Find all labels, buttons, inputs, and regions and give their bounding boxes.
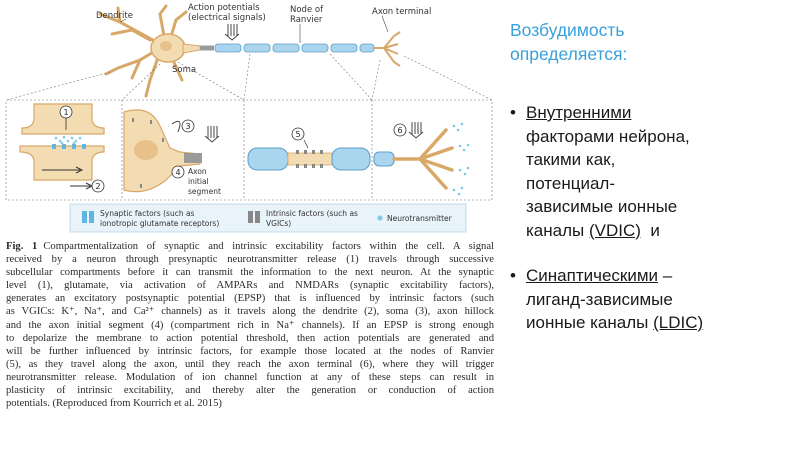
step3-number: 3 bbox=[186, 122, 191, 131]
step3-arrow bbox=[171, 120, 181, 133]
bullet-text: – bbox=[658, 266, 673, 285]
step2-number: 2 bbox=[96, 182, 101, 191]
caption-line: as VGICs: K⁺, Na⁺, and Ca²⁺ channels) as… bbox=[6, 306, 494, 318]
caption-line: potentials. (Reproduced from Kourrich et… bbox=[6, 398, 222, 410]
caption-line: level (1), glutamate, via activation of … bbox=[6, 280, 494, 292]
bullet-list: • Внутренними факторами нейрона, такими … bbox=[505, 101, 795, 335]
bullet-text: факторами нейрона, bbox=[526, 126, 690, 146]
figure-label: Fig. 1 bbox=[6, 241, 38, 252]
action-potential-label: Action potentials bbox=[188, 3, 260, 13]
ranvier-label-sub: Ranvier bbox=[290, 15, 323, 25]
vdic-abbrev: (VDIC) bbox=[588, 220, 641, 240]
bullet-text: лиганд-зависимые bbox=[526, 289, 673, 309]
ais-label-2: initial bbox=[188, 177, 209, 186]
caption-line: plasticity of intrinsic excitability, an… bbox=[6, 385, 494, 397]
panel-ranvier: 5 bbox=[247, 127, 371, 171]
caption-line: (5), as they travel along the axon, unti… bbox=[6, 358, 494, 370]
legend-intrinsic-2: VGICs) bbox=[266, 219, 291, 228]
action-potential-label-sub: (electrical signals) bbox=[188, 13, 266, 23]
caption-line: and the axon initial segment (4) (compar… bbox=[6, 319, 494, 331]
panel-terminal: 6 bbox=[373, 122, 470, 196]
caption-line: generates an excitatory postsynaptic pot… bbox=[6, 293, 494, 305]
neurotransmitter-icon bbox=[377, 215, 383, 221]
bullet-point-intrinsic: • Внутренними факторами нейрона, такими … bbox=[505, 101, 795, 242]
caption-line: will be further influenced by intrinsic … bbox=[6, 345, 494, 357]
intrinsic-factor-icon bbox=[248, 211, 253, 223]
action-potential-arrows-top bbox=[224, 24, 240, 41]
intrinsic-term: Внутренними bbox=[526, 103, 632, 122]
synaptic-factor-icon bbox=[82, 211, 87, 223]
ais-label-3: segment bbox=[188, 187, 221, 196]
neuron-figure: Dendrite Action potentials (electrical s… bbox=[5, 3, 494, 410]
heading-line-2: определяется: bbox=[510, 44, 628, 64]
axon-terminal-label: Axon terminal bbox=[372, 7, 431, 17]
dendrite-pointer bbox=[119, 18, 127, 23]
neurotransmitter-dots-2 bbox=[452, 122, 470, 196]
panel-soma: 3 4 Axon initial segment bbox=[123, 109, 221, 196]
synaptic-term: Синаптическими bbox=[526, 266, 659, 285]
step3-badge bbox=[181, 119, 195, 133]
panel-synapse: 1 2 bbox=[19, 103, 105, 193]
step6-number: 6 bbox=[398, 126, 403, 135]
neuron-diagram: Dendrite Action potentials (electrical s… bbox=[5, 3, 493, 233]
step2-badge bbox=[91, 179, 105, 193]
bullet-text: ионные каналы bbox=[526, 313, 654, 332]
bullet-text: такими как, bbox=[526, 150, 616, 169]
zoom-guides bbox=[5, 53, 493, 201]
ldic-abbrev: (LDIC) bbox=[653, 313, 704, 332]
receptors-1 bbox=[52, 144, 86, 149]
step5-number: 5 bbox=[296, 130, 301, 139]
step1-number: 1 bbox=[64, 108, 69, 117]
caption-line: received by a neuron through presynaptic… bbox=[6, 254, 494, 266]
step4-badge bbox=[171, 165, 185, 179]
ranvier-channels bbox=[296, 150, 323, 168]
bullet-point-synaptic: • Синаптическими – лиганд-зависимые ионн… bbox=[505, 264, 795, 335]
slide-heading: Возбудимость определяется: bbox=[510, 18, 795, 66]
ranvier-label: Node of bbox=[290, 5, 324, 15]
axon-myelin bbox=[214, 43, 375, 53]
legend-box bbox=[69, 203, 467, 233]
step5-badge bbox=[291, 127, 305, 141]
legend: Synaptic factors (such as ionotropic glu… bbox=[69, 203, 467, 233]
dendrite-label: Dendrite bbox=[96, 11, 133, 21]
neuron-overview: Dendrite Action potentials (electrical s… bbox=[96, 3, 431, 98]
soma-label: Soma bbox=[172, 65, 196, 75]
axon-hillock bbox=[182, 43, 201, 54]
caption-line: neurotransmitter release. Modulation of … bbox=[6, 371, 494, 383]
soma-channels bbox=[132, 118, 164, 188]
nucleus bbox=[160, 41, 172, 51]
bullet-text: и bbox=[640, 220, 660, 240]
step6-badge bbox=[393, 123, 407, 137]
bullet-icon: • bbox=[510, 266, 516, 285]
caption-line: subcellular compartments before it can t… bbox=[6, 267, 494, 279]
slide-text-panel: Возбудимость определяется: • Внутренними… bbox=[505, 18, 795, 357]
bullet-text: зависимые ионные bbox=[526, 197, 678, 216]
axon-initial-segment bbox=[184, 153, 202, 163]
action-potential-arrows-soma bbox=[204, 126, 220, 143]
ais-label-1: Axon bbox=[188, 167, 207, 176]
bullet-icon: • bbox=[510, 103, 516, 122]
bullet-text: потенциал- bbox=[526, 173, 615, 193]
axon-terminal-pointer bbox=[381, 15, 389, 33]
legend-intrinsic-1: Intrinsic factors (such as bbox=[266, 209, 358, 218]
heading-line-1: Возбудимость bbox=[510, 20, 625, 40]
axon-terminal-branches bbox=[374, 31, 401, 67]
legend-synaptic-1: Synaptic factors (such as bbox=[100, 209, 195, 218]
bullet-text: каналы bbox=[526, 220, 589, 240]
legend-synaptic-2: ionotropic glutamate receptors) bbox=[100, 219, 219, 228]
caption-line: to depolarize the membrane to action pot… bbox=[6, 332, 494, 344]
axon-initial-segment-top bbox=[200, 45, 214, 51]
step4-number: 4 bbox=[176, 168, 181, 177]
legend-neurotransmitter: Neurotransmitter bbox=[387, 214, 453, 223]
neurotransmitter-dots-1 bbox=[54, 135, 82, 145]
